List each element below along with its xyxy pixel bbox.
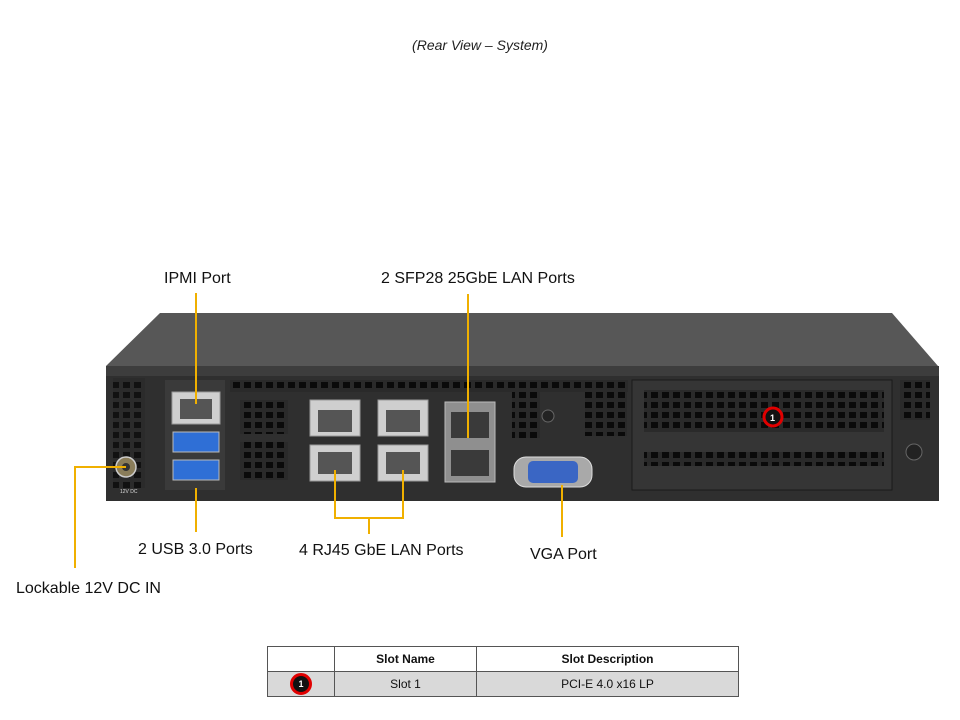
slot-marker-cell: 1: [267, 671, 335, 697]
dc-in-label: Lockable 12V DC IN: [16, 580, 161, 597]
usb-ports-label: 2 USB 3.0 Ports: [138, 541, 253, 558]
usb-port-2: [172, 459, 220, 481]
slot-name-header: Slot Name: [334, 646, 477, 672]
slot-table-header: Slot Name Slot Description: [267, 646, 739, 672]
slot-name-cell: Slot 1: [334, 671, 477, 697]
dc-port-label: 12V DC: [120, 489, 138, 495]
slot-table: Slot Name Slot Description 1 Slot 1 PCI-…: [267, 646, 739, 697]
rj45-ports-label: 4 RJ45 GbE LAN Ports: [299, 542, 464, 559]
slot-description-header: Slot Description: [476, 646, 739, 672]
slot-marker-badge: 1: [290, 673, 312, 695]
chassis-top: [106, 313, 938, 366]
slot-1-marker: [762, 406, 784, 428]
usb-port-1: [172, 431, 220, 453]
ipmi-port-label: IPMI Port: [164, 270, 231, 287]
marker-header: [267, 646, 335, 672]
vga-port-label: VGA Port: [530, 546, 597, 563]
sfp-ports-label: 2 SFP28 25GbE LAN Ports: [381, 270, 575, 287]
dc-callout-line: [74, 466, 126, 568]
slot-description-cell: PCI-E 4.0 x16 LP: [476, 671, 739, 697]
top-vent-strip: [230, 380, 628, 392]
table-row: 1 Slot 1 PCI-E 4.0 x16 LP: [267, 671, 739, 697]
slot-1-marker-text: 1: [770, 413, 775, 423]
figure-caption: (Rear View – System): [412, 37, 548, 53]
